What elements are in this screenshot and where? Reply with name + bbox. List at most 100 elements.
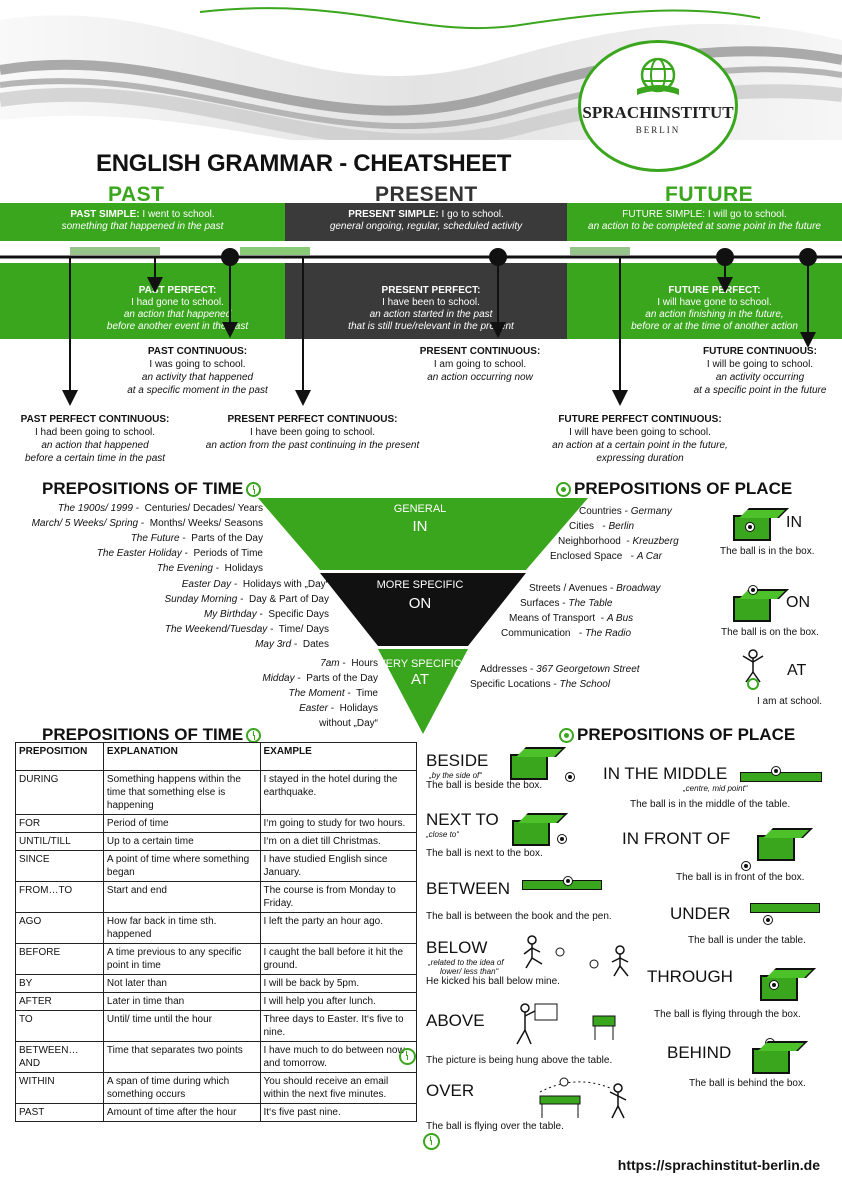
desc: at a specific moment in the past (127, 385, 268, 396)
preposition-cell: AFTER (15, 992, 104, 1011)
ball-icon (741, 861, 751, 871)
caption: He kicked his ball below mine. (426, 976, 560, 987)
column-header: EXAMPLE (259, 742, 417, 771)
word: BELOW (426, 938, 488, 957)
place-at-list: Addresses - 367 Georgetown Street Specif… (470, 662, 640, 692)
example-cell: I stayed in the hotel during the earthqu… (259, 770, 417, 815)
box-illustration (757, 835, 795, 861)
example: I was going to school. (149, 359, 246, 370)
word: NEXT TO (426, 810, 499, 829)
clock-icon (423, 1133, 441, 1151)
prepositions-place-heading: PREPOSITIONS OF PLACE (556, 479, 792, 499)
past-perfect-continuous: PAST PERFECT CONTINUOUS: I had been goin… (0, 413, 190, 465)
logo: SPRACHINSTITUT BERLIN (578, 40, 738, 172)
side-at-word: AT (787, 662, 807, 679)
present-perfect-continuous: PRESENT PERFECT CONTINUOUS: I have been … (195, 413, 430, 452)
list-item: Easter Day - Holidays with „Day“ (181, 579, 329, 590)
example-cell: I have studied English since January. (259, 850, 417, 882)
caption: The ball is beside the box. (426, 780, 543, 791)
label: GENERAL (393, 503, 447, 515)
list-item: Sunday Morning - Day & Part of Day (164, 594, 329, 605)
desc: expressing duration (596, 453, 684, 464)
label: PAST PERFECT: (138, 285, 217, 296)
box-illustration (510, 754, 548, 780)
label: MORE SPECIFIC (376, 579, 464, 591)
word: AT (410, 671, 430, 688)
caption: The ball is next to the box. (426, 848, 543, 859)
label: FUTURE PERFECT CONTINUOUS: (558, 414, 722, 425)
example-cell: I‘m on a diet till Christmas. (259, 832, 417, 851)
box-illustration (760, 975, 798, 1001)
time-at-list: 7am - Hours Midday - Parts of the Day Th… (0, 656, 378, 731)
side-in-word: IN (786, 514, 802, 531)
table-illustration (750, 903, 820, 913)
kicking-figures-icon (523, 935, 629, 977)
heading-text: PREPOSITIONS OF PLACE (577, 725, 796, 744)
behind-caption: The ball is behind the box. (689, 1078, 806, 1089)
list-item: March/ 5 Weeks/ Spring - Months/ Weeks/ … (31, 518, 263, 529)
list-item: Specific Locations - The School (470, 679, 611, 690)
band-future-simple: FUTURE SIMPLE: I will go to school. an a… (567, 203, 842, 241)
desc: something that happened in the past (61, 221, 224, 232)
hanging-picture-icon (516, 1003, 616, 1045)
side-in-caption: The ball is in the box. (720, 546, 815, 557)
triangle-at: VERY SPECIFIC AT (360, 658, 480, 688)
person-icon (742, 649, 764, 690)
word: BEHIND (667, 1043, 732, 1062)
example: I had been going to school. (34, 427, 156, 438)
desc: an activity occurring (715, 372, 805, 383)
footer-url[interactable]: https://sprachinstitut-berlin.de (617, 1157, 820, 1173)
example: I have been going to school. (249, 427, 376, 438)
list-item: My Birthday - Specific Days (203, 609, 329, 620)
future-perfect-continuous: FUTURE PERFECT CONTINUOUS: I will have b… (540, 413, 740, 465)
clock-icon (246, 482, 262, 498)
explanation-cell: How far back in time sth. happened (102, 912, 261, 944)
heading-future: FUTURE (665, 183, 754, 206)
preposition-cell: FOR (15, 814, 104, 833)
globe-book-icon (637, 57, 679, 95)
example: I am going to school. (433, 359, 527, 370)
word: UNDER (670, 904, 731, 923)
location-pin-icon (556, 482, 571, 498)
preposition-cell: UNTIL/TILL (15, 832, 104, 851)
future-continuous: FUTURE CONTINUOUS: I will be going to sc… (680, 345, 840, 397)
example: I go to school. (441, 209, 504, 220)
ball-icon (563, 876, 573, 886)
preposition-cell: SINCE (15, 850, 104, 882)
example: I went to school. (142, 209, 215, 220)
ball-icon (771, 766, 781, 776)
present-continuous: PRESENT CONTINUOUS: I am going to school… (395, 345, 565, 384)
word: BETWEEN (426, 879, 511, 898)
ball-over-table-icon (539, 1077, 627, 1119)
past-continuous: PAST CONTINUOUS: I was going to school. … (110, 345, 285, 397)
example-cell: I will help you after lunch. (259, 992, 417, 1011)
example: I will have been going to school. (569, 427, 711, 438)
explanation-cell: Not later than (102, 974, 261, 993)
example-cell: It‘s five past nine. (259, 1103, 417, 1122)
place-under: UNDER (670, 904, 730, 924)
list-item: The Evening - Holidays (156, 563, 263, 574)
preposition-cell: AGO (15, 912, 104, 944)
place-next-to: NEXT TO „close to“ The ball is next to t… (426, 810, 543, 859)
list-item: The Weekend/Tuesday - Time/ Days (164, 624, 329, 635)
list-item: The 1900s/ 1999 - Centuries/ Decades/ Ye… (57, 503, 263, 514)
caption: The ball is between the book and the pen… (426, 911, 612, 922)
band-present-simple: PRESENT SIMPLE: I go to school. general … (285, 203, 567, 241)
label: FUTURE PERFECT: (668, 285, 761, 296)
word: IN FRONT OF (622, 829, 731, 848)
example: I will be going to school. (706, 359, 814, 370)
desc: an action to be completed at some point … (588, 221, 821, 232)
logo-city: BERLIN (635, 125, 681, 135)
table-illustration (740, 772, 822, 782)
desc: before a certain time in the past (24, 453, 166, 464)
desc: an action occurring now (427, 372, 533, 383)
table-illustration (522, 880, 602, 890)
clock-icon (246, 728, 262, 744)
column-header: EXPLANATION (102, 742, 261, 771)
under-caption: The ball is under the table. (688, 935, 806, 946)
explanation-cell: Amount of time after the hour (102, 1103, 261, 1122)
table-header-row: PREPOSITION EXPLANATION EXAMPLE (15, 742, 417, 771)
